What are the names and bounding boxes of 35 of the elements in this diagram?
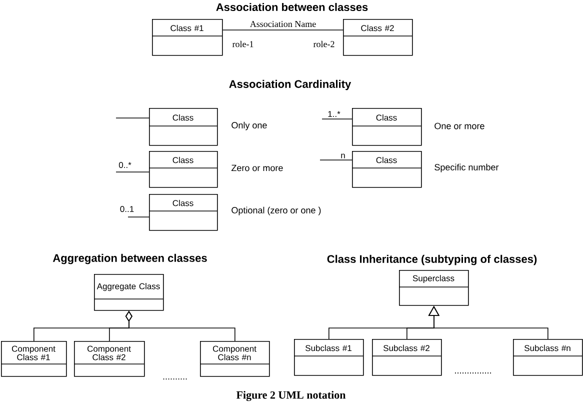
edge-label: Association Name xyxy=(250,20,316,28)
class-box: Component Class #2 xyxy=(74,341,145,377)
class-box: Class #1 xyxy=(152,19,223,56)
section-heading: Association Cardinality xyxy=(229,80,352,90)
description-text: Specific number xyxy=(434,164,499,172)
description-text: Zero or more xyxy=(231,164,283,172)
edge-label: 1..* xyxy=(328,111,340,117)
class-box: Component Class #n xyxy=(200,341,270,377)
edge-label: 0..* xyxy=(118,162,132,168)
ellipsis-text: ............... xyxy=(455,372,491,374)
section-heading: Aggregation between classes xyxy=(52,254,207,264)
class-box: Subclass #2 xyxy=(372,339,442,376)
multiplicity-line xyxy=(128,216,150,218)
multiplicity-line xyxy=(322,118,352,120)
ellipsis-text: .......... xyxy=(163,378,187,380)
class-box: Subclass #n xyxy=(512,339,583,376)
class-box: Aggregate Class xyxy=(94,274,164,311)
role-label: role-1 xyxy=(232,40,254,48)
class-box: Class xyxy=(148,194,218,231)
description-text: One or more xyxy=(434,122,484,130)
class-box: Class xyxy=(352,108,422,146)
section-heading: Association between classes xyxy=(216,2,368,12)
edge-label: 0..1 xyxy=(120,206,134,212)
class-box: Superclass xyxy=(398,270,469,306)
class-box: Class #2 xyxy=(342,19,413,56)
class-box: Class xyxy=(148,108,218,146)
class-box: Subclass #1 xyxy=(294,339,364,376)
description-text: Only one xyxy=(232,122,267,130)
class-box: Class xyxy=(148,151,218,188)
figure-caption: Figure 2 UML notation xyxy=(236,390,346,402)
class-box: Component Class #1 xyxy=(0,341,67,377)
role-label: role-2 xyxy=(313,40,334,48)
class-box: Class xyxy=(352,151,422,188)
edge-label: n xyxy=(341,154,345,158)
description-text: Optional (zero or one ) xyxy=(232,206,321,216)
